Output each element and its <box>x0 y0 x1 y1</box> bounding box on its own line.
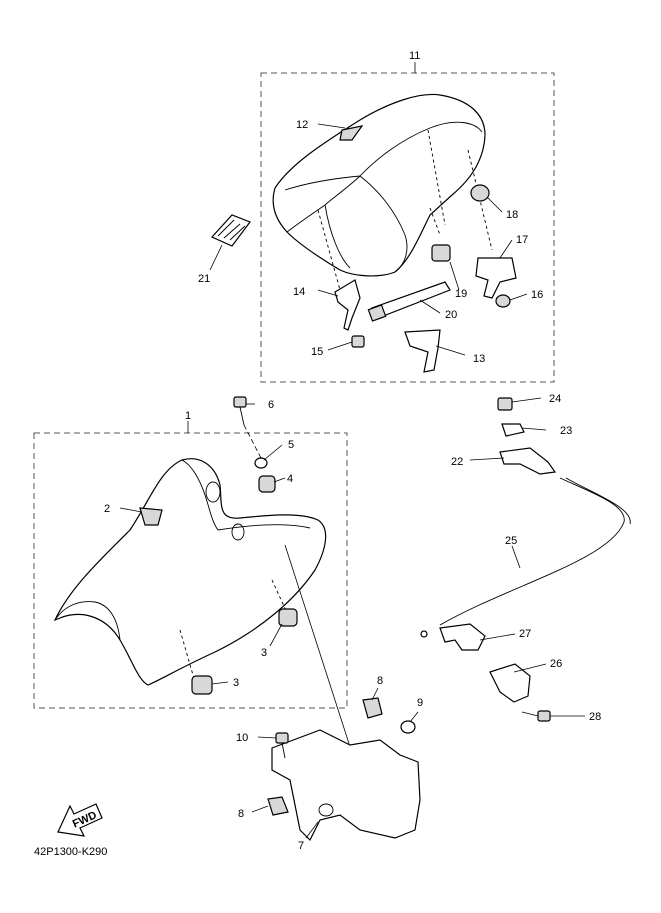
forward-arrow-icon: FWD <box>57 803 103 837</box>
damper-4 <box>258 475 276 493</box>
callout-3b: 3 <box>261 647 267 659</box>
callout-28: 28 <box>589 711 601 723</box>
callout-10: 10 <box>236 732 248 744</box>
callout-6: 6 <box>268 399 274 411</box>
callout-labels: 1 2 3 3 4 5 6 7 8 8 9 10 11 12 13 14 15 … <box>104 50 601 852</box>
damper-3b <box>278 608 298 627</box>
callout-26: 26 <box>550 658 562 670</box>
callout-21: 21 <box>198 273 210 285</box>
clip-8a <box>362 697 383 719</box>
callout-27: 27 <box>519 628 531 640</box>
seat-lock-22 <box>499 447 557 475</box>
cable-25 <box>439 477 625 626</box>
callout-1: 1 <box>185 410 191 422</box>
callout-11: 11 <box>409 50 420 62</box>
callout-20: 20 <box>445 309 457 321</box>
callout-18: 18 <box>506 209 518 221</box>
callout-4: 4 <box>287 473 293 485</box>
callout-23: 23 <box>560 425 572 437</box>
callout-5: 5 <box>288 439 294 451</box>
damper-3a <box>191 675 213 695</box>
damper-9 <box>400 720 416 734</box>
diagram-code: 42P1300-K290 <box>34 846 107 858</box>
lock-26 <box>489 663 531 703</box>
seat-lock-hook <box>211 214 251 247</box>
callout-12: 12 <box>296 119 308 131</box>
nut-16 <box>495 294 511 308</box>
nut-15 <box>351 335 365 348</box>
callout-16: 16 <box>531 289 543 301</box>
callout-13: 13 <box>473 353 485 365</box>
front-seat <box>53 458 327 686</box>
callout-7: 7 <box>298 840 304 852</box>
callout-8b: 8 <box>238 808 244 820</box>
damper-19 <box>431 244 451 262</box>
collar-24 <box>497 397 513 411</box>
callout-19: 19 <box>455 288 467 300</box>
seat-frame-bracket <box>271 729 421 842</box>
seat-bracket-17 <box>475 257 517 299</box>
callout-14: 14 <box>293 286 305 298</box>
callout-8a: 8 <box>377 675 383 687</box>
callout-9: 9 <box>417 697 423 709</box>
seat-bracket <box>334 279 361 331</box>
rear-seat <box>272 93 493 291</box>
callout-3a: 3 <box>233 677 239 689</box>
plate-23 <box>501 423 525 437</box>
bolt-6 <box>233 396 247 426</box>
callout-22: 22 <box>451 456 463 468</box>
callout-2: 2 <box>104 503 110 515</box>
bracket-27 <box>439 623 486 651</box>
callout-17: 17 <box>516 234 528 246</box>
callout-15: 15 <box>311 346 323 358</box>
fwd-label: FWD <box>71 809 99 830</box>
callout-24: 24 <box>549 393 561 405</box>
clip-8b <box>267 796 289 816</box>
damper-18 <box>470 184 490 202</box>
seat-bracket-13 <box>404 329 441 373</box>
callout-25: 25 <box>505 535 517 547</box>
bolt-28 <box>521 710 551 722</box>
assembly-box-1 <box>33 432 348 709</box>
collar-5 <box>254 457 268 469</box>
